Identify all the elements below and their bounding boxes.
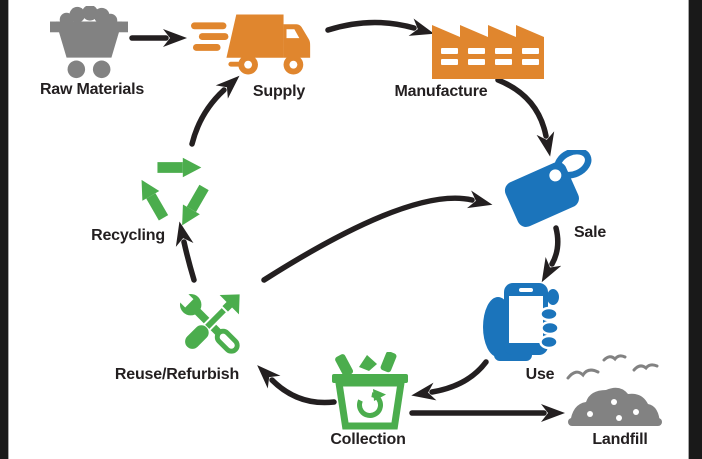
letterbox-right-bar bbox=[688, 0, 702, 459]
arrow-supply-to-manufacture bbox=[325, 18, 435, 36]
hand-holding-phone-icon bbox=[474, 277, 562, 365]
arrow-reuse-to-recycling bbox=[175, 221, 197, 283]
supply-label: Supply bbox=[252, 83, 306, 100]
letterbox-left-bar bbox=[0, 0, 9, 459]
landfill-label: Landfill bbox=[592, 431, 648, 448]
trash-mound-birds-icon bbox=[562, 352, 670, 430]
manufacture-label: Manufacture bbox=[394, 83, 488, 100]
factory-icon bbox=[432, 17, 544, 79]
reuse-refurbish-label: Reuse/Refurbish bbox=[114, 366, 240, 383]
arrow-sale-to-use bbox=[541, 225, 562, 283]
arrow-recycling-to-supply bbox=[189, 75, 240, 147]
recycle-bin-icon bbox=[329, 352, 411, 430]
arrow-manufacture-to-sale bbox=[495, 77, 555, 157]
arrow-collection-to-reuse bbox=[257, 365, 337, 406]
sale-label: Sale bbox=[573, 224, 607, 241]
collection-label: Collection bbox=[330, 431, 406, 448]
raw-materials-label: Raw Materials bbox=[39, 81, 145, 98]
crossed-tools-icon bbox=[171, 284, 249, 364]
recycling-label: Recycling bbox=[91, 227, 165, 244]
recycle-symbol-icon bbox=[136, 148, 214, 228]
delivery-truck-icon bbox=[191, 10, 319, 78]
use-label: Use bbox=[525, 366, 555, 383]
mine-cart-icon bbox=[50, 6, 128, 80]
price-tag-icon bbox=[502, 150, 610, 230]
arrow-reuse-to-sale bbox=[261, 190, 493, 283]
arrow-use-to-collection bbox=[411, 359, 489, 401]
